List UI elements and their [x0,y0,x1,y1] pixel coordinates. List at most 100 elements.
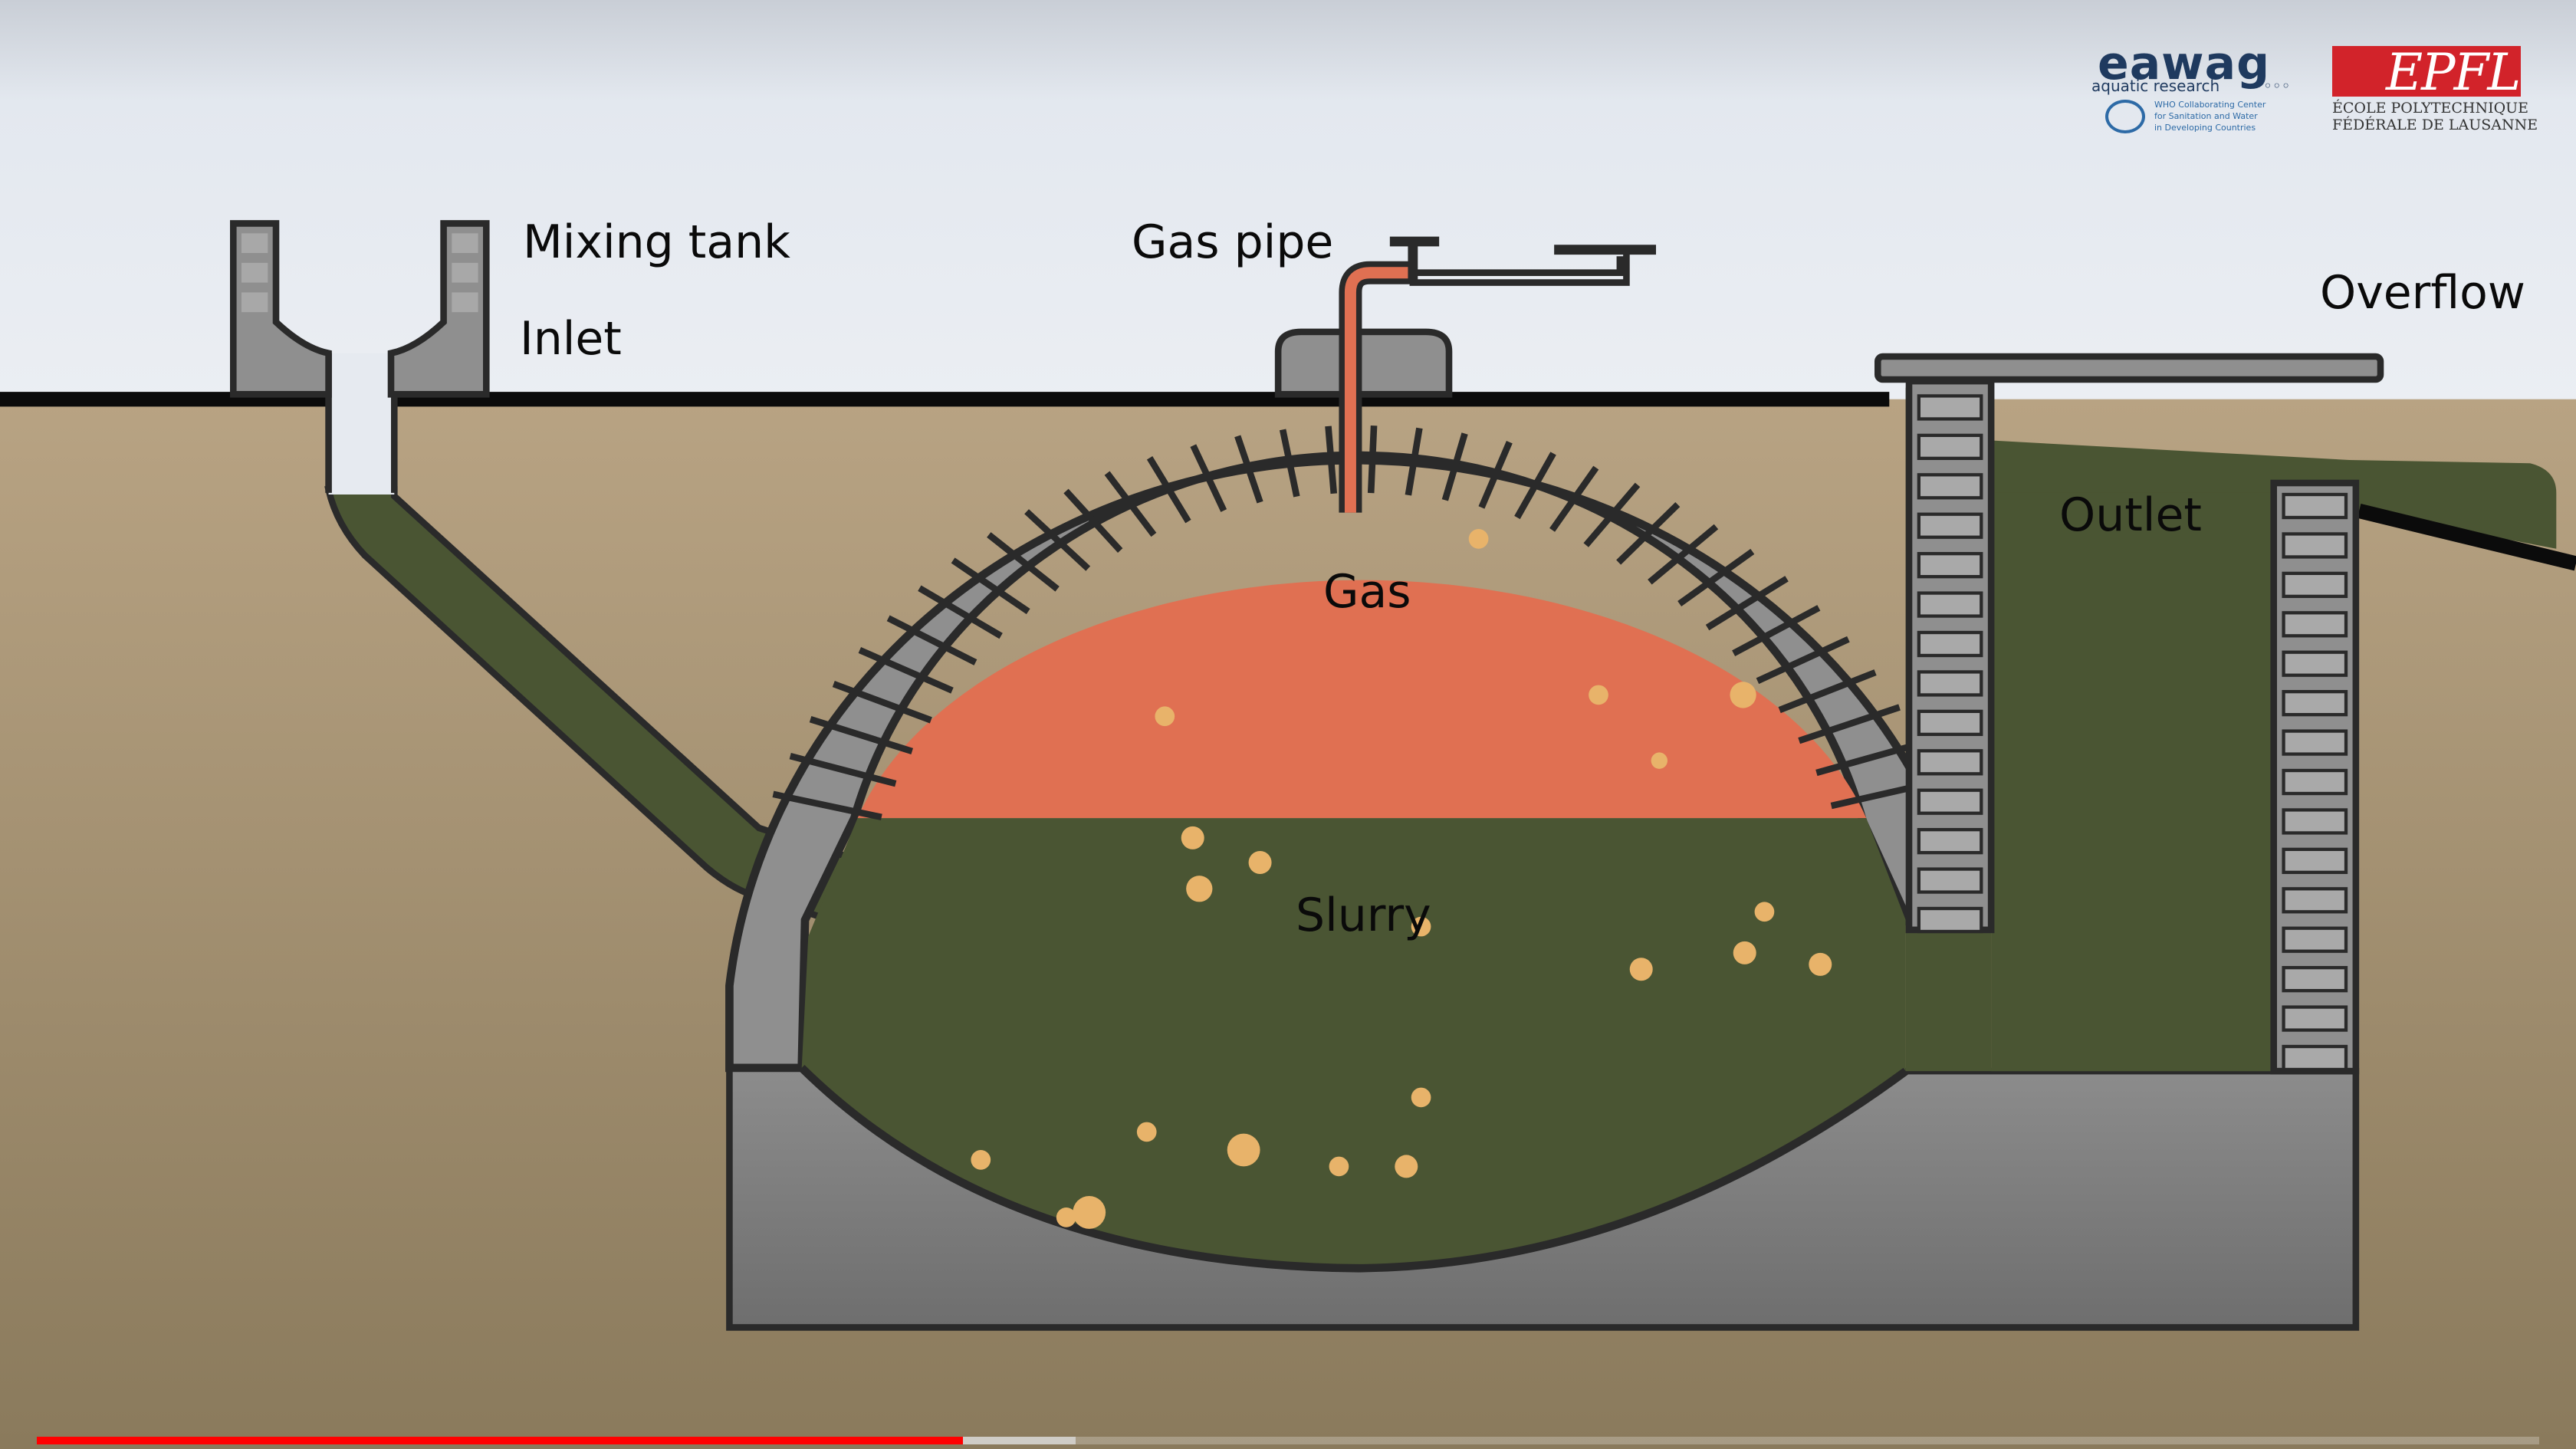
wall-brick [1917,473,1983,500]
gas-bubble [1809,952,1832,976]
wall-brick [1917,630,1983,658]
gas-bubble [1227,1133,1260,1167]
brick-joint [1441,432,1468,501]
wall-brick [1917,788,1983,815]
wall-brick [1917,552,1983,579]
wall-brick [2282,966,2348,993]
epfl-wordmark: EPFL [2386,43,2521,102]
brick-joint [858,647,954,694]
gas-bubble [1754,902,1775,922]
brick-joint [1616,502,1681,565]
wall-brick [2282,808,2348,835]
wall-brick [2282,1044,2348,1072]
wall-brick [2282,926,2348,953]
wall-brick [2282,571,2348,598]
brick-joint [1583,482,1641,547]
eawag-dots-icon: ◦◦◦ [2263,77,2291,95]
epfl-red-block [2332,46,2521,97]
label-overflow: Overflow [2320,266,2525,320]
brick-joint [1024,509,1091,571]
brick-joint [809,716,914,755]
who-caption-3: in Developing Countries [2154,123,2256,133]
brick-joint [1648,524,1719,585]
brick-joint [1798,704,1901,744]
gas-bubble [1629,958,1653,981]
wall-brick [2282,611,2348,638]
who-caption-2: for Sanitation and Water [2154,111,2258,121]
gas-bubble [1395,1155,1418,1178]
epfl-caption-2: FÉDÉRALE DE LAUSANNE [2332,117,2538,133]
video-progress-bar[interactable] [37,1437,2539,1444]
wall-brick [2282,768,2348,796]
brick-joint [1279,429,1300,498]
epfl-caption-1: ÉCOLE POLYTECHNIQUE [2332,100,2529,117]
brick-joint [1325,426,1338,495]
label-gas: Gas [1323,565,1411,619]
brick-joint [772,790,882,821]
brick-joint [1190,444,1227,512]
wall-brick [1917,906,1983,934]
outlet-wall-left [1905,377,1995,934]
wall-brick [1917,591,1983,618]
gas-bubble [1329,1156,1349,1177]
gas-bubble [1181,826,1204,849]
gas-bubble [1136,1122,1157,1142]
brick-joint [1104,471,1157,537]
wall-brick [2282,690,2348,717]
brick-joint [1405,427,1423,496]
gas-bubble [1589,685,1608,705]
wall-brick [2282,887,2348,914]
outlet-wall-right [2270,479,2360,1075]
gas-bubble [971,1150,991,1170]
label-mixing-tank: Mixing tank [523,215,790,269]
video-played-bar [37,1437,963,1444]
gas-bubble [1248,851,1272,874]
brick-joint [1514,452,1556,520]
wall-brick [2282,1005,2348,1032]
gas-bubble [1056,1208,1076,1227]
wall-brick [1917,512,1983,539]
gas-bubble [1411,916,1431,937]
gas-bubble [1073,1196,1106,1229]
brick-joint [951,557,1030,615]
wall-brick [2282,729,2348,756]
brick-joint [1234,435,1263,504]
label-outlet: Outlet [2059,488,2202,542]
brick-joint [918,585,1003,639]
label-slurry: Slurry [1296,889,1431,942]
brick-joint [1367,426,1378,494]
wall-brick [1917,749,1983,776]
brick-joint [1705,576,1789,631]
gas-bubble [1155,706,1175,727]
gas-chamber [857,580,1867,819]
wall-brick [2282,847,2348,874]
label-inlet: Inlet [520,312,622,366]
gas-pipe-cap [1274,328,1453,398]
label-gas-pipe: Gas pipe [1132,215,1334,269]
mixing-tank [230,220,490,398]
overflow-slab [1874,353,2384,383]
who-emblem-icon [2105,100,2145,133]
brick-joint [987,532,1060,592]
gas-bubble [1411,1087,1431,1108]
brick-joint [1146,455,1191,524]
wall-brick [2282,492,2348,520]
wall-brick [1917,709,1983,736]
inlet-shaft [328,353,395,495]
brick-joint [1732,605,1821,656]
brick-joint [1815,740,1922,777]
wall-brick [1917,394,1983,421]
wall-brick [1917,433,1983,460]
brick-joint [1677,548,1755,606]
brick-joint [1778,669,1877,714]
eawag-wordmark: eawag [2098,37,2271,90]
brick-joint [886,615,978,665]
eawag-tagline: aquatic research [2091,77,2220,95]
brick-joint [1549,465,1599,532]
wall-brick [1917,828,1983,855]
wall-brick [2282,650,2348,677]
gas-bubble [1186,876,1213,902]
gas-bubbles [971,529,1832,1229]
gas-bubble [1730,682,1756,708]
